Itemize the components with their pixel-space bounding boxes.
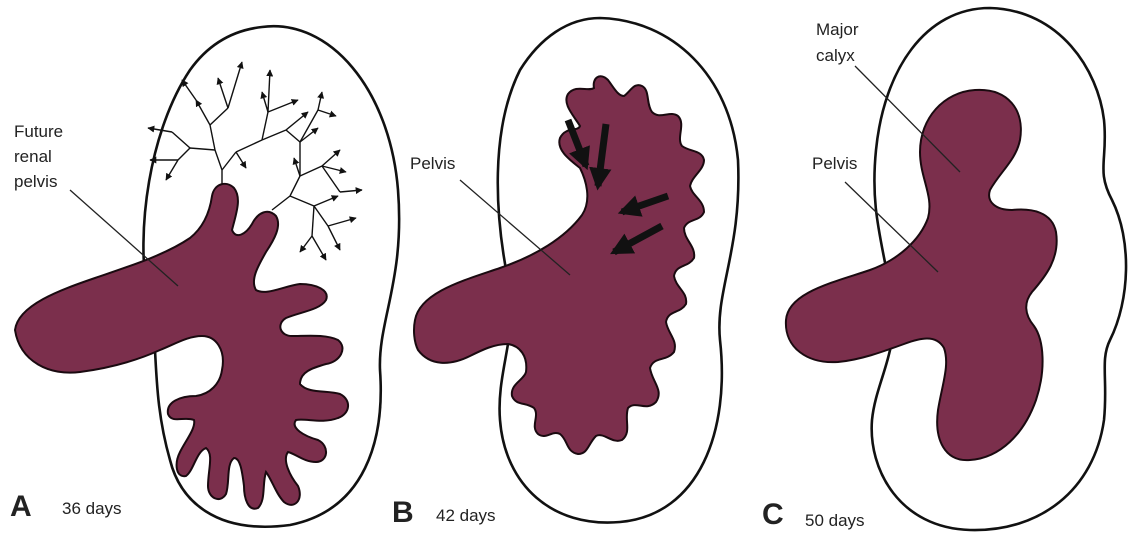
panel-letter-b: B: [392, 496, 414, 529]
label-pelvis-c: Pelvis: [812, 154, 857, 173]
panel-age-c: 50 days: [805, 511, 865, 530]
label-pelvis-a: pelvis: [14, 172, 57, 191]
panel-letter-c: C: [762, 498, 784, 531]
panel-a: Future renal pelvis A 36 days: [10, 26, 399, 526]
label-future-a: Future: [14, 122, 63, 141]
panel-age-a: 36 days: [62, 499, 122, 518]
panel-b: Pelvis B 42 days: [392, 18, 738, 529]
panel-letter-a: A: [10, 490, 32, 523]
panel-c: Major calyx Pelvis C 50 days: [762, 8, 1126, 531]
label-renal-a: renal: [14, 147, 52, 166]
label-pelvis-b: Pelvis: [410, 154, 455, 173]
panel-age-b: 42 days: [436, 506, 496, 525]
label-calyx-c: calyx: [816, 46, 855, 65]
label-major-c: Major: [816, 20, 859, 39]
